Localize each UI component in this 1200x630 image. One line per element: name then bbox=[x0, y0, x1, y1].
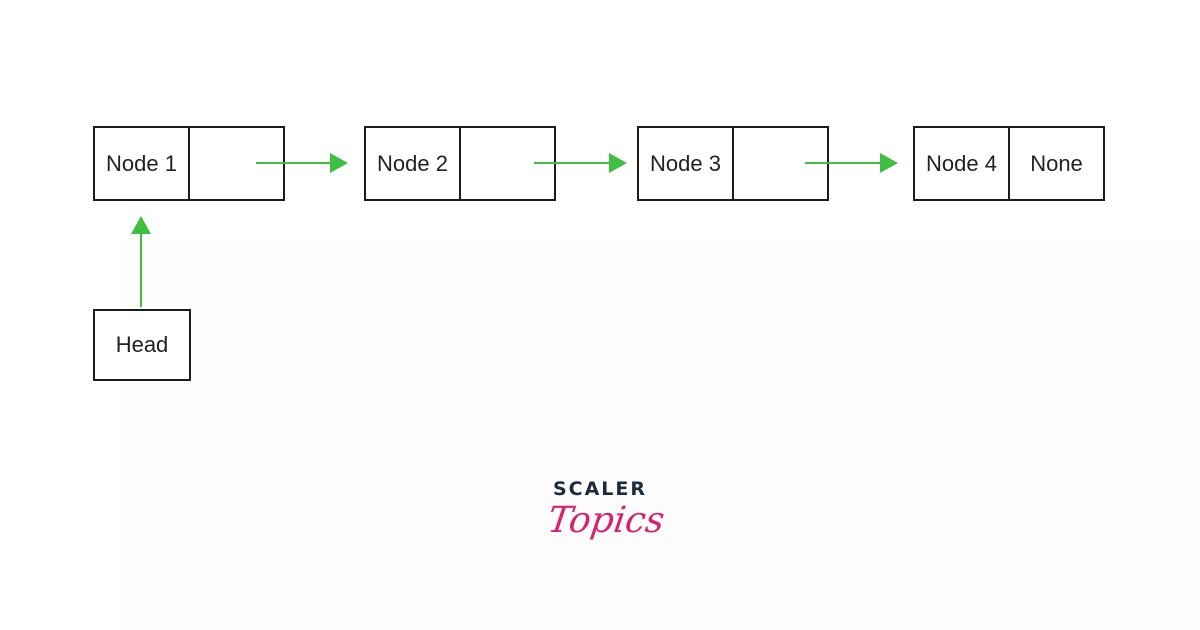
node-2-next bbox=[459, 128, 554, 199]
node-4-next: None bbox=[1008, 128, 1103, 199]
node-4-data: Node 4 bbox=[926, 150, 997, 176]
node-2: Node 2 bbox=[364, 126, 556, 201]
arrow-head-to-node1 bbox=[131, 216, 151, 307]
arrow-node3-to-node4 bbox=[805, 153, 898, 173]
head-box: Head bbox=[93, 309, 191, 381]
arrow-node1-to-node2 bbox=[256, 153, 348, 173]
node-4: Node 4 None bbox=[913, 126, 1105, 201]
scaler-topics-logo: SCALER Topics bbox=[540, 476, 667, 568]
arrow-node2-to-node3 bbox=[534, 153, 627, 173]
node-1-next bbox=[188, 128, 283, 199]
node-1: Node 1 bbox=[93, 126, 285, 201]
node-2-data: Node 2 bbox=[377, 150, 448, 176]
logo-topics-text: Topics bbox=[545, 500, 667, 541]
node-1-data: Node 1 bbox=[106, 150, 177, 176]
node-3-next bbox=[732, 128, 827, 199]
node-3-data: Node 3 bbox=[650, 150, 721, 176]
logo-scaler-text: SCALER bbox=[552, 478, 648, 500]
background-panel bbox=[120, 240, 1200, 630]
